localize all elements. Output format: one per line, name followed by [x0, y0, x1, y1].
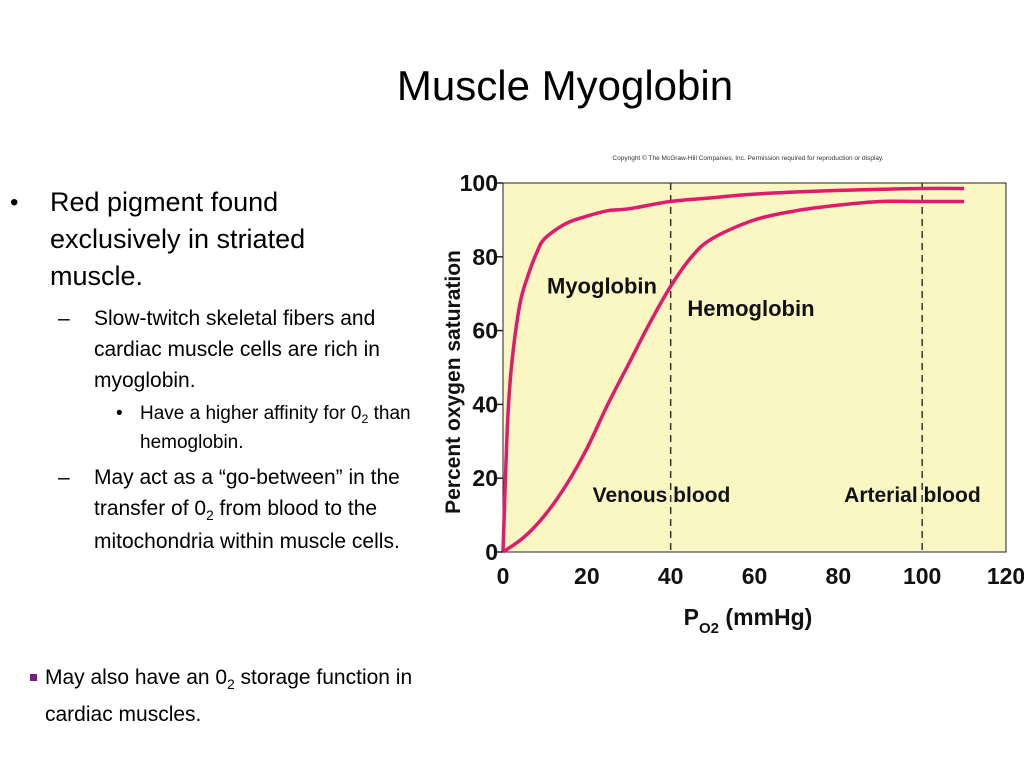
series-label-myoglobin: Myoglobin — [547, 274, 657, 299]
sub-bullet-text-a: Have a higher affinity for 0 — [140, 403, 362, 424]
x-axis-label-unit: (mmHg) — [719, 604, 812, 630]
x-axis-label-main: P — [684, 604, 699, 630]
y-tick-label: 20 — [472, 465, 498, 491]
dash-marker: – — [58, 466, 70, 489]
reference-label-arterial: Arterial blood — [844, 484, 981, 507]
y-tick-label: 0 — [485, 539, 498, 565]
series-line-myoglobin — [501, 186, 965, 553]
bullet-marker: • — [10, 189, 19, 216]
x-tick-label: 0 — [497, 563, 510, 589]
dash-item-go-between: – May act as a “go-between” in the trans… — [58, 462, 414, 557]
x-tick-label: 40 — [658, 563, 684, 589]
x-tick-label: 120 — [987, 563, 1024, 589]
dash-text: Slow-twitch skeletal fibers and cardiac … — [94, 307, 380, 392]
tail-text-b: storage function in cardiac muscles. — [45, 666, 413, 726]
x-tick-label: 60 — [742, 563, 768, 589]
subscript: 2 — [206, 507, 214, 523]
x-tick-label: 80 — [826, 563, 852, 589]
tail-text-a: May also have an 0 — [45, 666, 228, 689]
subscript: 2 — [361, 412, 369, 427]
square-bullet-marker — [30, 674, 37, 681]
subscript: 2 — [227, 676, 235, 692]
dash-text-b: from blood to the mitochondria within mu… — [94, 497, 400, 553]
reference-label-venous: Venous blood — [593, 484, 731, 507]
sub-bullet-affinity: • Have a higher affinity for 02 than hem… — [116, 400, 420, 456]
dash-marker: – — [58, 307, 70, 330]
y-tick-label: 100 — [460, 170, 498, 196]
y-tick-label: 60 — [472, 318, 498, 344]
bullet-storage-function: May also have an 02 storage function in … — [30, 660, 485, 732]
y-axis-label: Percent oxygen saturation — [442, 250, 465, 514]
dash-item-slow-twitch: – Slow-twitch skeletal fibers and cardia… — [58, 303, 414, 396]
series-line-hemoglobin — [501, 199, 965, 554]
y-tick-label: 80 — [472, 244, 498, 270]
x-axis-label: PO2 (mmHg) — [684, 604, 813, 637]
x-tick-label: 100 — [903, 563, 941, 589]
x-axis-label-sub: O2 — [699, 620, 719, 637]
y-tick-label: 40 — [472, 391, 498, 417]
sub-bullet-text-b: than hemoglobin. — [140, 403, 411, 453]
copyright-notice: Copyright © The McGraw-Hill Companies, I… — [612, 154, 883, 162]
slide-title: Muscle Myoglobin — [396, 62, 734, 109]
bullet-text: Red pigment found exclusively in striate… — [50, 187, 306, 291]
x-tick-label: 20 — [574, 563, 600, 589]
sub-bullet-marker: • — [116, 403, 123, 424]
dash-text-a: May act as a “go-between” in the transfe… — [94, 466, 400, 520]
bullet-red-pigment: • Red pigment found exclusively in stria… — [10, 184, 400, 295]
series-label-hemoglobin: Hemoglobin — [687, 296, 814, 321]
